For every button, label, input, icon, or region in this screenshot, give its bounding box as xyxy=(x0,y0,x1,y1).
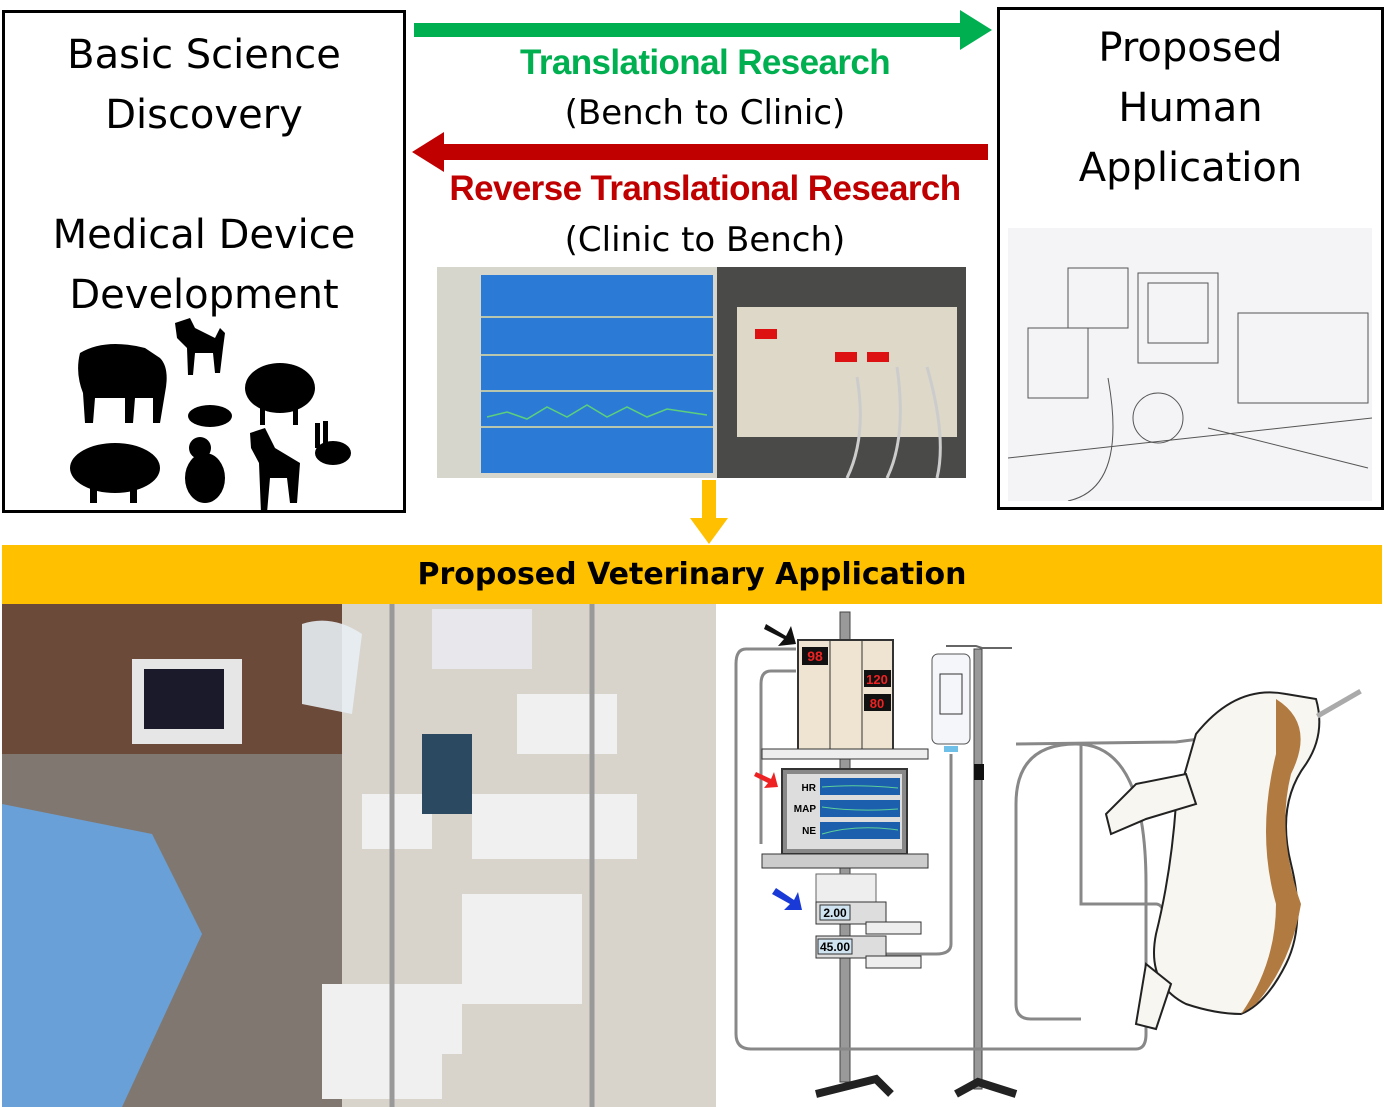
translational-research-title: Translational Research xyxy=(519,43,891,82)
screen-label-hr: HR xyxy=(802,783,817,794)
reverse-arrow xyxy=(412,132,988,172)
pump-value-2: 45.00 xyxy=(820,940,850,954)
forward-arrow xyxy=(414,10,992,50)
goat-icon xyxy=(250,428,300,513)
monkey-icon xyxy=(185,453,225,503)
label-line: Development xyxy=(69,272,339,318)
icu-sketch-image xyxy=(1008,228,1372,501)
diastolic-value: 80 xyxy=(870,696,884,711)
bench-to-clinic-label: (Bench to Clinic) xyxy=(564,93,846,133)
human-application-box: Proposed Human Application xyxy=(997,7,1384,510)
veterinary-setup-illustration: 98 120 80 HR MAP NE 2.00 45.00 xyxy=(716,604,1384,1107)
clinic-to-bench-label: (Clinic to Bench) xyxy=(564,220,846,260)
black-arrow-icon xyxy=(764,624,796,646)
systolic-value: 120 xyxy=(866,672,888,687)
label-line: Medical Device xyxy=(52,212,356,258)
sheep-icon xyxy=(245,363,315,413)
lab-equipment-photo xyxy=(437,267,966,478)
label-line: Basic Science xyxy=(67,32,341,78)
basic-science-box: Basic Science Discovery Medical Device D… xyxy=(2,10,406,513)
pump-value-1: 2.00 xyxy=(823,906,847,920)
dog-icon xyxy=(175,318,225,375)
red-arrow-icon xyxy=(754,772,778,788)
screen-label-ne: NE xyxy=(802,826,816,837)
rabbit-icon xyxy=(315,441,351,465)
human-application-label: Proposed Human Application xyxy=(1000,18,1381,198)
label-line: Human xyxy=(1118,85,1263,131)
reverse-translational-research-title: Reverse Translational Research xyxy=(449,169,961,208)
device-development-label: Medical Device Development xyxy=(5,205,403,325)
veterinary-application-banner: Proposed Veterinary Application xyxy=(2,545,1382,604)
spo2-value: 98 xyxy=(807,648,823,664)
dog-illustration xyxy=(1104,689,1362,1031)
label-line: Application xyxy=(1078,145,1303,191)
label-line: Discovery xyxy=(105,92,303,138)
screen-label-map: MAP xyxy=(794,804,817,815)
pig-icon xyxy=(70,443,160,493)
animal-silhouettes xyxy=(70,318,351,513)
cow-icon xyxy=(78,344,167,423)
mouse-icon xyxy=(188,405,232,427)
blue-arrow-icon xyxy=(772,888,802,910)
veterinary-icu-photo xyxy=(2,604,716,1107)
down-arrow xyxy=(690,480,728,544)
basic-science-label: Basic Science Discovery xyxy=(5,25,403,145)
label-line: Proposed xyxy=(1098,25,1283,71)
